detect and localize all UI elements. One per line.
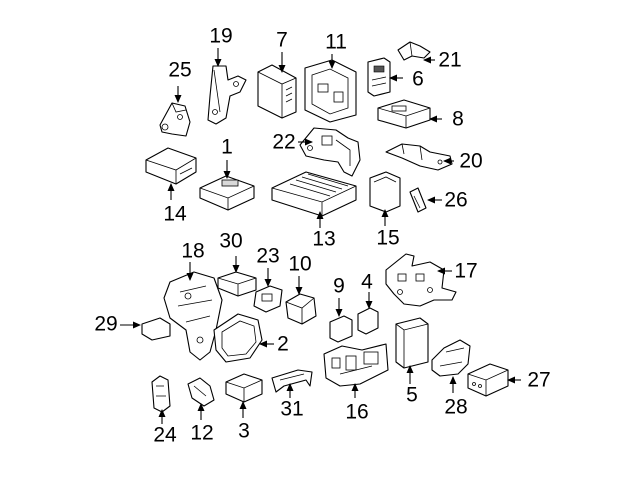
part-26-connector — [409, 187, 427, 213]
part-8-module — [377, 99, 431, 129]
callout-10[interactable]: 10 — [288, 253, 311, 276]
part-24-bracket — [151, 375, 171, 413]
callout-24[interactable]: 24 — [153, 424, 177, 447]
part-4-module — [357, 307, 379, 335]
callout-14[interactable]: 14 — [163, 203, 187, 226]
callout-2[interactable]: 2 — [277, 333, 289, 356]
callout-19[interactable]: 19 — [209, 25, 232, 48]
callout-29[interactable]: 29 — [94, 313, 117, 336]
callout-8[interactable]: 8 — [452, 108, 464, 131]
part-20-bracket — [385, 143, 453, 171]
callout-27[interactable]: 27 — [527, 369, 550, 392]
part-1-module — [199, 175, 255, 211]
callout-3[interactable]: 3 — [238, 420, 250, 443]
part-14-module — [145, 147, 197, 185]
callout-12[interactable]: 12 — [190, 422, 213, 445]
callout-17[interactable]: 17 — [454, 260, 477, 283]
part-28-bracket — [431, 339, 471, 377]
callout-16[interactable]: 16 — [345, 401, 368, 424]
callout-4[interactable]: 4 — [361, 271, 373, 294]
part-21-bracket — [397, 41, 431, 61]
callout-20[interactable]: 20 — [459, 150, 482, 173]
callout-7[interactable]: 7 — [276, 29, 288, 52]
callout-9[interactable]: 9 — [333, 275, 345, 298]
part-16-fuse-box — [323, 343, 389, 387]
part-12-module — [187, 377, 215, 407]
part-15-panel — [369, 171, 401, 213]
callout-23[interactable]: 23 — [256, 245, 279, 268]
callout-1[interactable]: 1 — [221, 136, 233, 159]
part-7-module — [257, 64, 297, 119]
part-19-bracket — [207, 65, 247, 125]
part-11-panel — [304, 59, 357, 123]
part-30-module — [217, 271, 257, 297]
callout-30[interactable]: 30 — [219, 230, 242, 253]
part-6-module — [367, 57, 391, 97]
callout-11[interactable]: 11 — [325, 31, 347, 54]
part-23-module — [253, 285, 283, 313]
part-31-bracket — [271, 369, 313, 393]
callout-5[interactable]: 5 — [406, 384, 418, 407]
part-5-panel — [395, 317, 429, 369]
part-17-bracket — [385, 253, 457, 307]
callout-18[interactable]: 18 — [181, 240, 204, 263]
part-10-module — [285, 293, 317, 325]
callout-6[interactable]: 6 — [412, 68, 424, 91]
part-9-module — [329, 315, 353, 343]
part-27-module — [467, 363, 509, 397]
part-3-module — [225, 373, 263, 403]
callout-21[interactable]: 21 — [438, 49, 461, 72]
callout-22[interactable]: 22 — [272, 131, 295, 154]
part-2-control-unit — [213, 313, 263, 363]
callout-28[interactable]: 28 — [444, 396, 467, 419]
callout-13[interactable]: 13 — [312, 228, 335, 251]
callout-31[interactable]: 31 — [280, 398, 303, 421]
callout-25[interactable]: 25 — [168, 59, 191, 82]
part-22-bracket — [299, 127, 361, 177]
part-13-module — [271, 171, 357, 217]
callout-26[interactable]: 26 — [444, 189, 467, 212]
part-25-bracket — [159, 102, 191, 137]
part-18-bracket — [163, 271, 223, 361]
callout-15[interactable]: 15 — [376, 227, 399, 250]
part-29-pad — [141, 317, 171, 341]
